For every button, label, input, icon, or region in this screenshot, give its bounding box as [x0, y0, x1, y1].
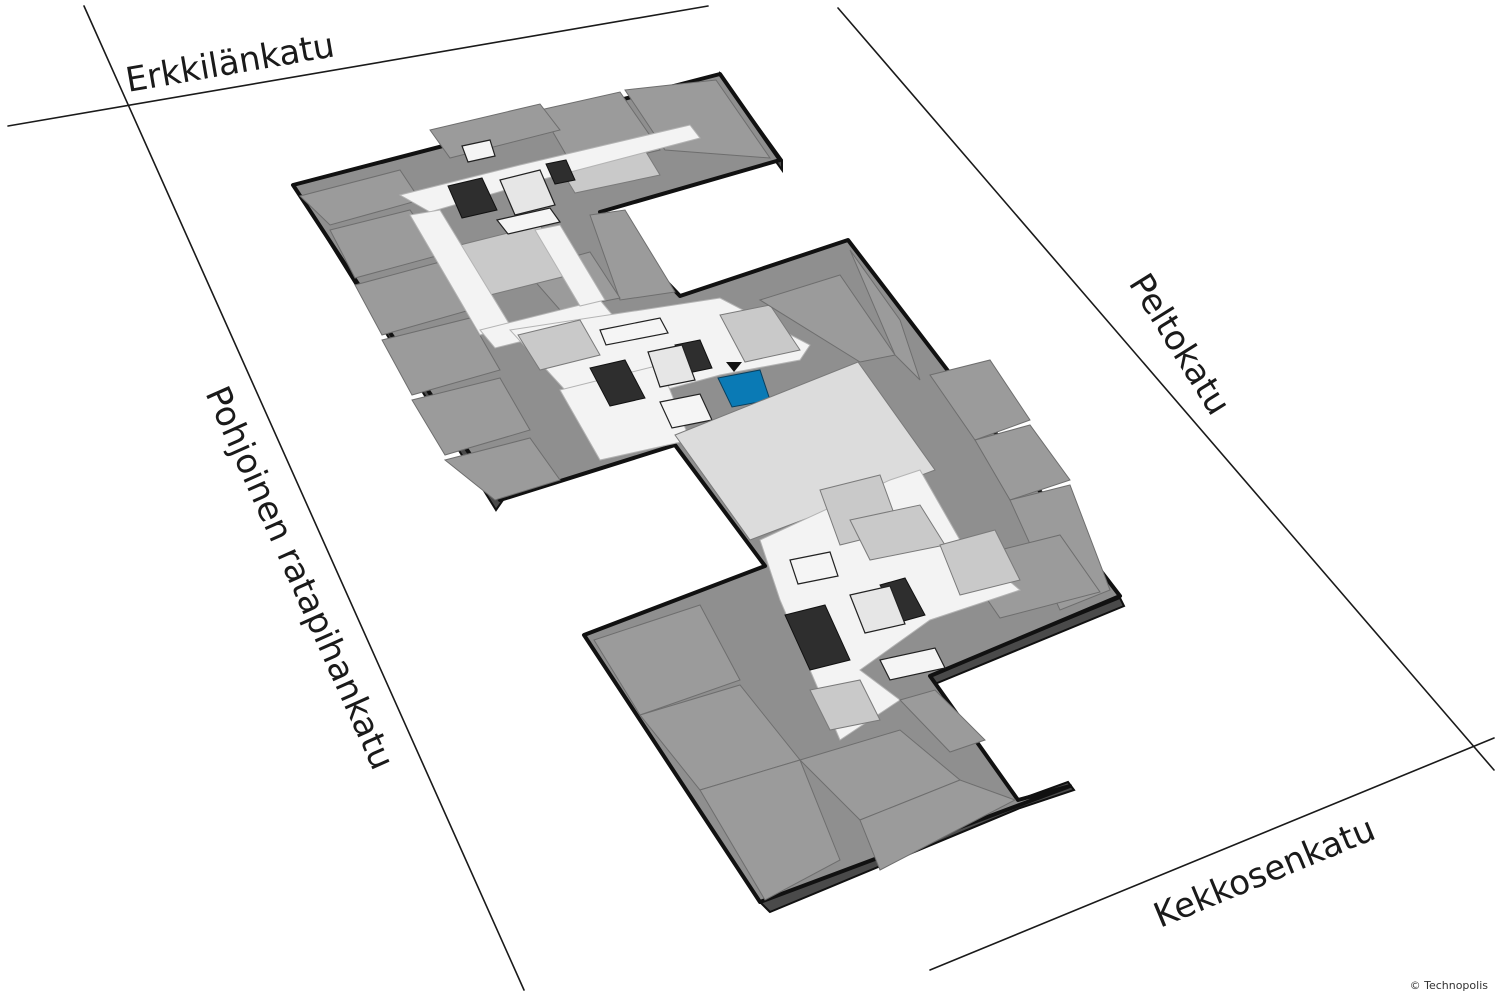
room [849, 249, 921, 381]
room [517, 319, 601, 371]
street-label-kekkosenkatu: Kekkosenkatu [1148, 809, 1381, 936]
room [929, 359, 1031, 441]
elevator-icon [849, 585, 906, 634]
upper-wing [299, 79, 772, 501]
elevator-icon [647, 344, 696, 388]
streets [7, 5, 1495, 991]
room [719, 304, 801, 363]
elevator-shaft [784, 604, 851, 671]
corridor [534, 224, 606, 307]
road-kekkosenkatu [929, 737, 1495, 971]
copyright-credit: © Technopolis [1409, 979, 1488, 992]
stairs-icon [599, 317, 669, 346]
elevator-shaft [447, 177, 498, 219]
room [381, 317, 501, 396]
middle-section [508, 249, 1111, 619]
road-peltokatu [837, 7, 1495, 771]
elevator-icon [499, 169, 556, 216]
room [899, 689, 986, 753]
stairs-icon [789, 551, 839, 585]
room [593, 604, 741, 716]
room [939, 529, 1021, 596]
room [859, 779, 1017, 871]
room [411, 377, 531, 456]
road-ratapihankatu [83, 5, 525, 991]
location-marker-icon [726, 362, 742, 372]
elevator-shaft [545, 159, 576, 185]
stairs-icon [495, 207, 562, 235]
room [974, 424, 1071, 501]
road-erkkilankatu [7, 5, 709, 127]
street-label-peltokatu: Peltokatu [1120, 267, 1238, 423]
atrium [674, 361, 936, 541]
room [809, 679, 881, 731]
room [699, 759, 841, 901]
street-label-ratapihankatu: Pohjoinen ratapihankatu [197, 380, 402, 775]
room [429, 103, 561, 159]
elevator-shaft [589, 359, 646, 407]
stairs-icon [461, 139, 496, 163]
room [589, 209, 676, 301]
lower-wing [593, 469, 1022, 901]
room [443, 437, 561, 501]
stairs-icon [879, 647, 946, 681]
street-label-erkkilankatu: Erkkilänkatu [123, 26, 338, 101]
